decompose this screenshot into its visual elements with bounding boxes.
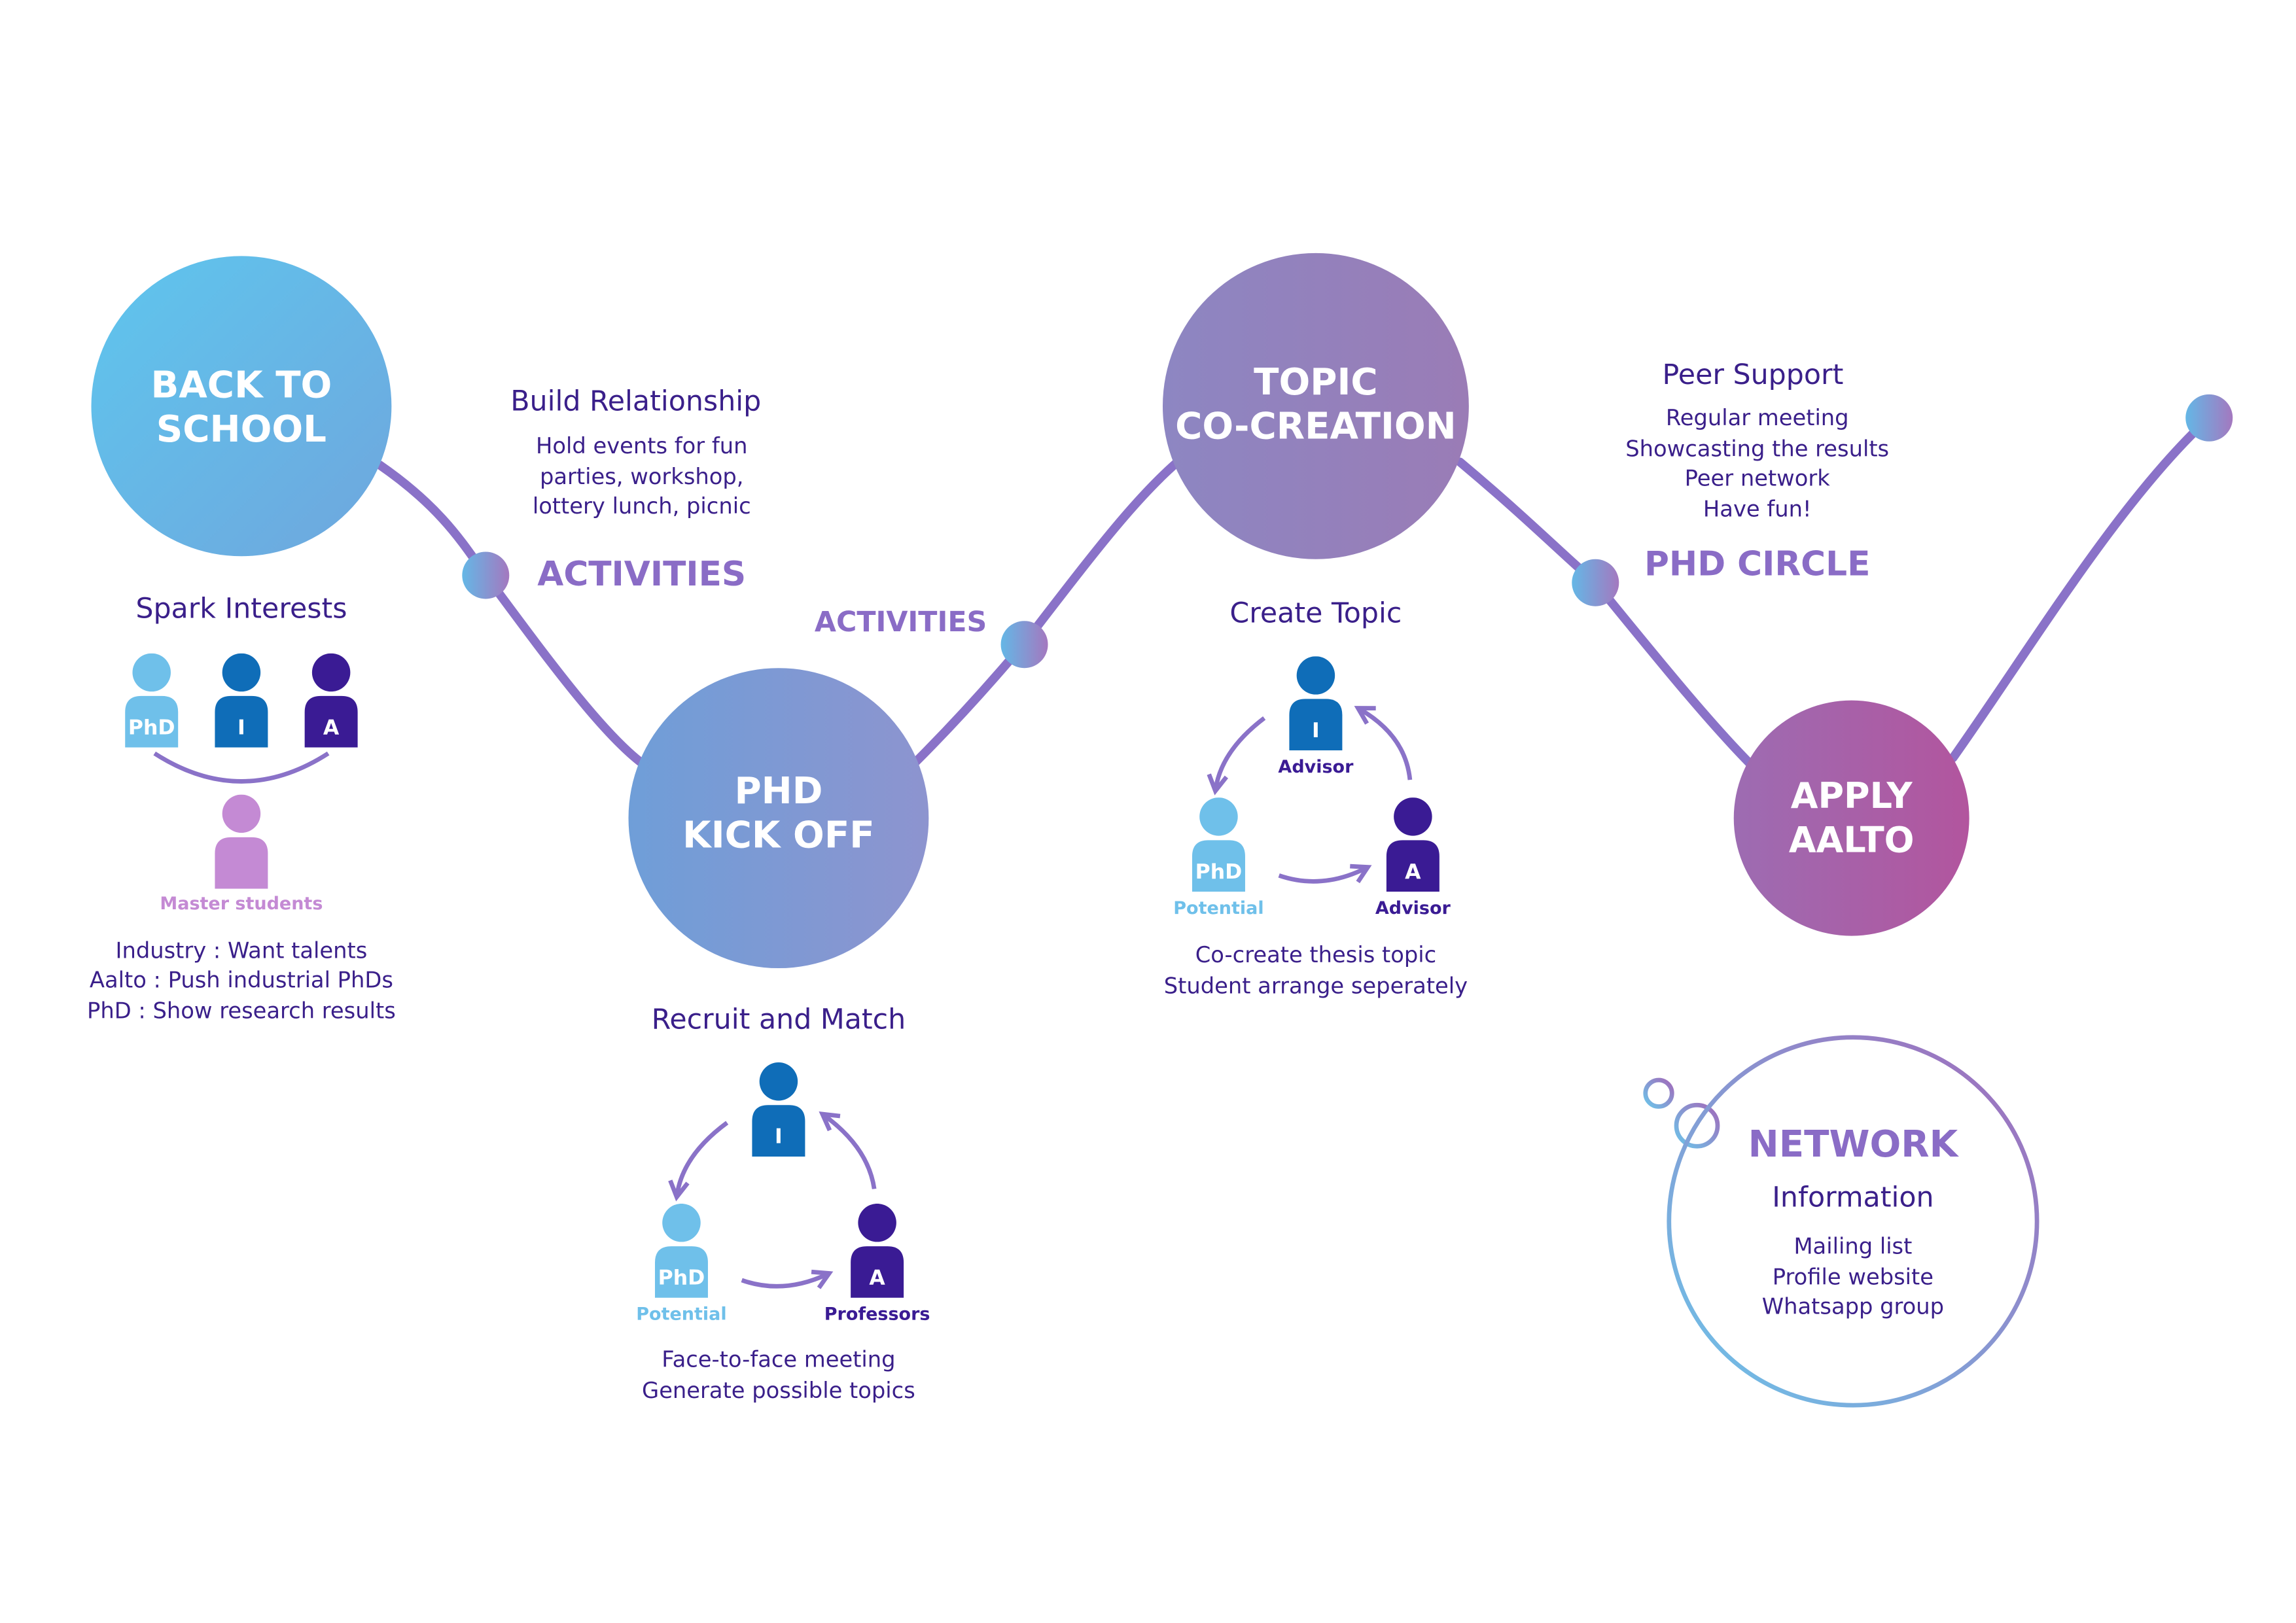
phd-role-label: PhD [658, 1266, 705, 1290]
recruit-line: Face-to-face meeting [662, 1347, 895, 1372]
aalto-role-label: A [869, 1266, 885, 1290]
cycle-arrow [819, 1111, 877, 1189]
peer-support-line: Showcasting the results [1625, 436, 1889, 461]
spark-interests-section: Spark Interests PhD I A Master students … [87, 593, 396, 1024]
stage-title-line1: BACK TO [150, 364, 332, 406]
cycle-arrow [1278, 864, 1372, 884]
peer-support-line: Regular meeting [1666, 405, 1849, 430]
aalto-role-label: A [1405, 860, 1421, 884]
create-topic-line: Student arrange seperately [1164, 973, 1468, 998]
industry-role-label: I [1312, 719, 1320, 742]
build-relationship-heading: Build Relationship [510, 385, 761, 418]
master-students-label: Master students [160, 894, 323, 914]
build-relationship-section: Build Relationship Hold events for fun p… [510, 385, 761, 595]
peer-support-line: Have fun! [1703, 497, 1812, 522]
master-student-person-icon [215, 794, 268, 889]
spark-line: Aalto : Push industrial PhDs [90, 967, 393, 992]
potential-label: Potential [1173, 898, 1263, 918]
stage-apply-aalto: APPLY AALTO [1733, 700, 1969, 936]
stage-back-to-school: BACK TO SCHOOL [91, 256, 392, 557]
peer-support-section: Peer Support Regular meeting Showcasting… [1625, 358, 1889, 584]
connector-dot [1000, 621, 1048, 669]
network-line: Whatsapp group [1762, 1294, 1944, 1319]
phd-circle-tag: PHD CIRCLE [1644, 544, 1870, 584]
recruit-and-match-section: Recruit and Match I PhD A Potential Prof… [636, 1003, 930, 1403]
connector-dot [1572, 559, 1619, 606]
stage-title-line2: KICK OFF [682, 814, 874, 857]
create-topic-section: Create Topic I Advisor PhD A Potential A… [1164, 597, 1468, 998]
stage-phd-kick-off: PHD KICK OFF [628, 668, 929, 969]
peer-support-heading: Peer Support [1663, 358, 1844, 391]
network-heading: NETWORK [1748, 1123, 1960, 1166]
stage-title-line1: APPLY [1791, 775, 1913, 816]
stage-title-line2: CO-CREATION [1175, 405, 1457, 447]
network-circle [1667, 1035, 2040, 1408]
industry-role-label: I [238, 716, 245, 739]
activity-line: lottery lunch, picnic [533, 493, 751, 519]
activities-tag: ACTIVITIES [537, 555, 746, 594]
cycle-arrow [1207, 716, 1266, 795]
network-line: Profile website [1773, 1265, 1934, 1290]
phd-role-label: PhD [128, 716, 175, 739]
activity-line: Hold events for fun [536, 433, 747, 459]
stage-title-line1: TOPIC [1254, 361, 1378, 404]
spark-line: PhD : Show research results [87, 998, 396, 1024]
industry-role-label: I [775, 1125, 783, 1149]
spark-interests-heading: Spark Interests [135, 593, 347, 625]
recruit-heading: Recruit and Match [652, 1003, 906, 1036]
create-topic-heading: Create Topic [1229, 597, 1402, 629]
industry-advisor-label: Advisor [1278, 757, 1354, 777]
professors-label: Professors [824, 1304, 930, 1325]
stage-title-line1: PHD [734, 770, 822, 812]
aalto-role-label: A [323, 716, 340, 739]
cycle-arrow [668, 1121, 729, 1202]
recruit-line: Generate possible topics [642, 1378, 915, 1403]
create-topic-line: Co-create thesis topic [1195, 942, 1436, 968]
stage-title-line2: SCHOOL [156, 408, 327, 451]
connection-arc [153, 751, 330, 784]
cycle-arrow [741, 1269, 834, 1289]
stage-title-line2: AALTO [1789, 819, 1915, 860]
network-section: NETWORK Information Mailing list Profile… [1643, 1035, 2040, 1408]
connector-dot [2185, 394, 2233, 442]
network-bubble-small [1643, 1077, 1674, 1109]
potential-label: Potential [636, 1304, 726, 1325]
stage-topic-co-creation: TOPIC CO-CREATION [1162, 253, 1469, 559]
network-line: Mailing list [1793, 1233, 1912, 1259]
connector-dot [462, 551, 510, 599]
cycle-arrow [1354, 706, 1413, 780]
phd-role-label: PhD [1195, 860, 1243, 884]
peer-support-line: Peer network [1685, 465, 1831, 491]
network-subtitle: Information [1772, 1181, 1934, 1213]
aalto-advisor-label: Advisor [1375, 898, 1451, 918]
network-bubble-medium [1674, 1102, 1720, 1149]
spark-line: Industry : Want talents [116, 937, 368, 963]
activity-line: parties, workshop, [540, 464, 744, 489]
activities-tag: ACTIVITIES [815, 606, 987, 638]
